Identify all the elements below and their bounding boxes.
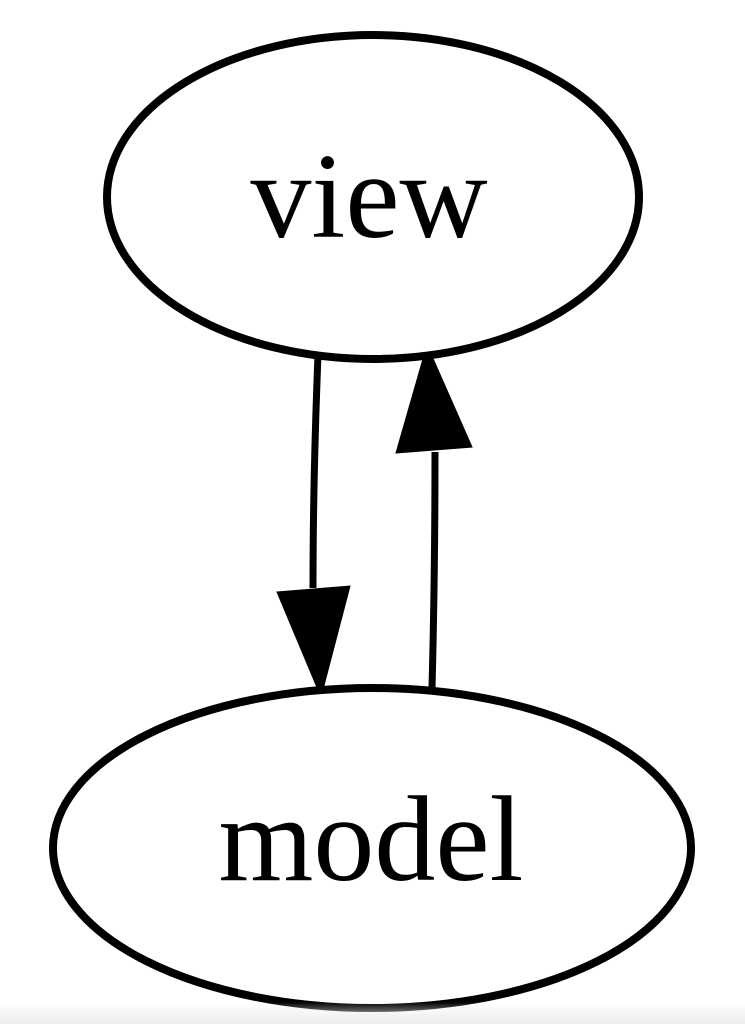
arrowhead-down-icon	[276, 585, 351, 699]
node-model-label: model	[219, 772, 524, 907]
edge-view-to-model	[276, 354, 351, 699]
edge-line-view-to-model	[309, 354, 322, 589]
node-view: view	[103, 31, 643, 363]
node-view-ellipse	[103, 31, 643, 363]
node-view-label: view	[250, 129, 487, 264]
edge-model-to-view	[395, 343, 473, 689]
arrowhead-up-icon	[395, 343, 473, 454]
node-model: model	[49, 684, 695, 1012]
edge-line-model-to-view	[428, 451, 439, 689]
